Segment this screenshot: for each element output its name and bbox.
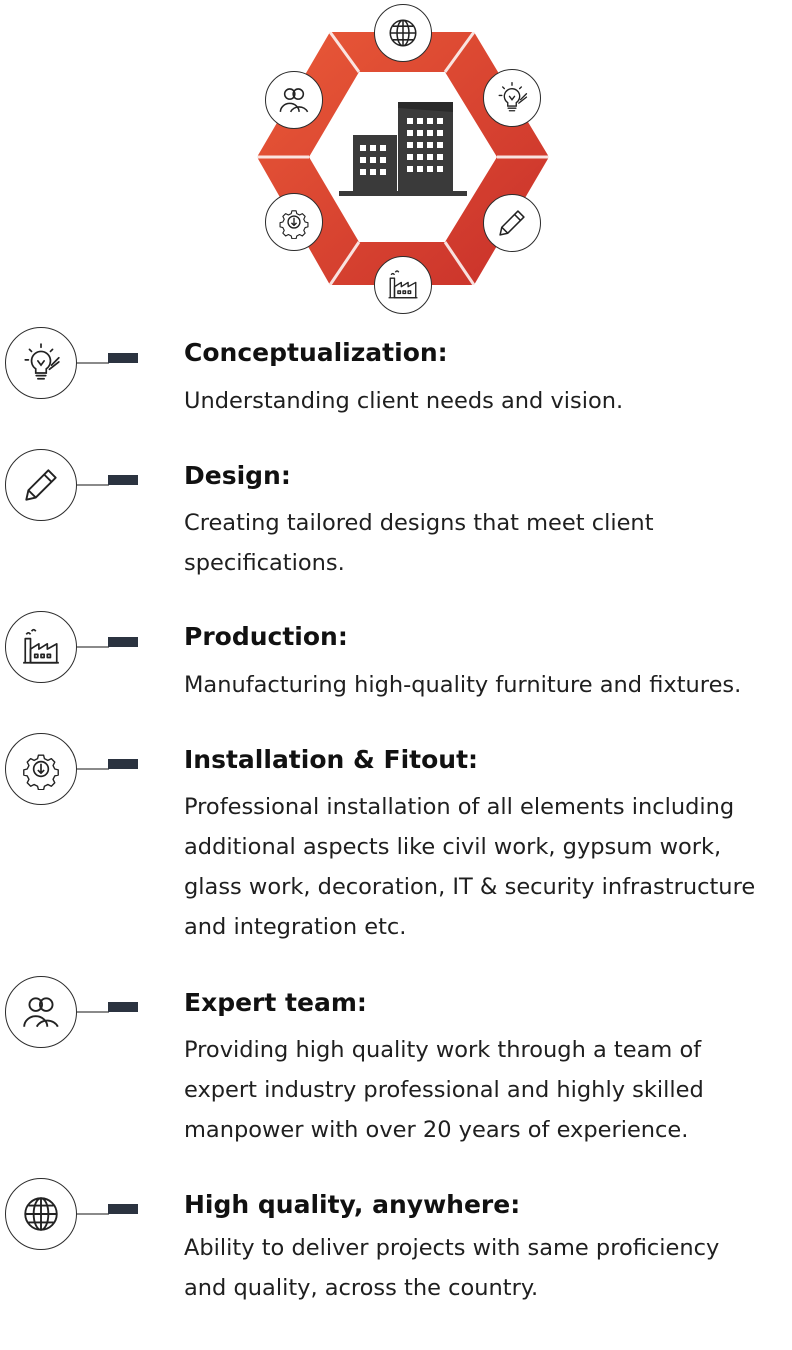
ring-node-lightbulb — [483, 69, 541, 127]
lightbulb-icon — [495, 81, 529, 115]
step-title: Conceptualization: — [184, 338, 448, 367]
step-marker-bar — [108, 1002, 138, 1012]
step-icon-circle — [5, 976, 77, 1048]
team-icon — [20, 991, 62, 1033]
step-marker-bar — [108, 353, 138, 363]
ring-node-gear — [265, 193, 323, 251]
step-title: High quality, anywhere: — [184, 1190, 521, 1219]
step-connector — [77, 768, 109, 770]
pencil-icon — [20, 464, 62, 506]
step-icon-circle — [5, 733, 77, 805]
step-icon-circle — [5, 1178, 77, 1250]
step-marker-bar — [108, 759, 138, 769]
step-description: Understanding client needs and vision. — [184, 388, 624, 414]
step-description: Ability to deliver projects with same pr… — [184, 1235, 720, 1301]
pencil-icon — [495, 206, 529, 240]
step-marker-bar — [108, 1204, 138, 1214]
office-buildings-icon — [339, 102, 467, 196]
globe-icon — [386, 16, 420, 50]
factory-icon — [20, 626, 62, 668]
lightbulb-icon — [20, 342, 62, 384]
step-title: Installation & Fitout: — [184, 745, 479, 774]
gear-download-icon — [20, 748, 62, 790]
step-description: Professional installation of all element… — [184, 794, 756, 940]
step-title: Production: — [184, 622, 348, 651]
step-title: Expert team: — [184, 988, 367, 1017]
step-description: Providing high quality work through a te… — [184, 1037, 704, 1143]
step-description: Manufacturing high-quality furniture and… — [184, 672, 742, 698]
team-icon — [277, 83, 311, 117]
hexagon-ring — [257, 31, 549, 286]
step-icon-circle — [5, 611, 77, 683]
ring-node-team — [265, 71, 323, 129]
gear-download-icon — [277, 205, 311, 239]
step-description: Creating tailored designs that meet clie… — [184, 510, 654, 576]
step-connector — [77, 1213, 109, 1215]
ring-node-pencil — [483, 194, 541, 252]
step-marker-bar — [108, 475, 138, 485]
step-title: Design: — [184, 461, 291, 490]
step-connector — [77, 362, 109, 364]
step-icon-circle — [5, 327, 77, 399]
step-connector — [77, 646, 109, 648]
step-icon-circle — [5, 449, 77, 521]
factory-icon — [386, 268, 420, 302]
ring-node-globe — [374, 4, 432, 62]
step-marker-bar — [108, 637, 138, 647]
ring-node-factory — [374, 256, 432, 314]
step-connector — [77, 484, 109, 486]
step-connector — [77, 1011, 109, 1013]
globe-icon — [20, 1193, 62, 1235]
process-hexagon-diagram — [247, 0, 557, 314]
